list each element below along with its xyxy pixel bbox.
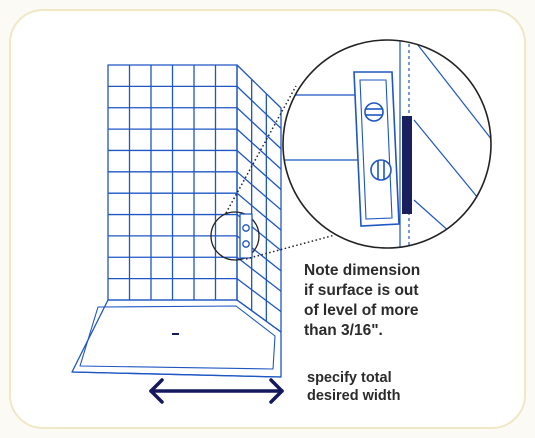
level-note-line: if surface is out <box>304 282 419 299</box>
shower-base <box>71 299 282 378</box>
shower-enclosure <box>71 64 282 378</box>
width-note-line: specify total <box>307 370 392 386</box>
zoom-detail <box>282 39 492 249</box>
side-wall-tiles <box>236 64 282 333</box>
back-wall-tiles <box>107 64 238 301</box>
small-level <box>210 211 260 261</box>
large-level <box>353 71 400 227</box>
width-arrow <box>149 378 284 404</box>
level-note-text: Note dimension if surface is out of leve… <box>304 261 420 341</box>
zoom-connector-lines <box>225 85 336 260</box>
shim <box>402 116 412 214</box>
level-note-line: Note dimension <box>304 262 421 279</box>
width-note-line: desired width <box>307 388 401 404</box>
width-note-text: specify total desired width <box>307 369 400 405</box>
level-note-line: than 3/16". <box>304 322 383 339</box>
level-note-line: of level of more <box>304 302 419 319</box>
